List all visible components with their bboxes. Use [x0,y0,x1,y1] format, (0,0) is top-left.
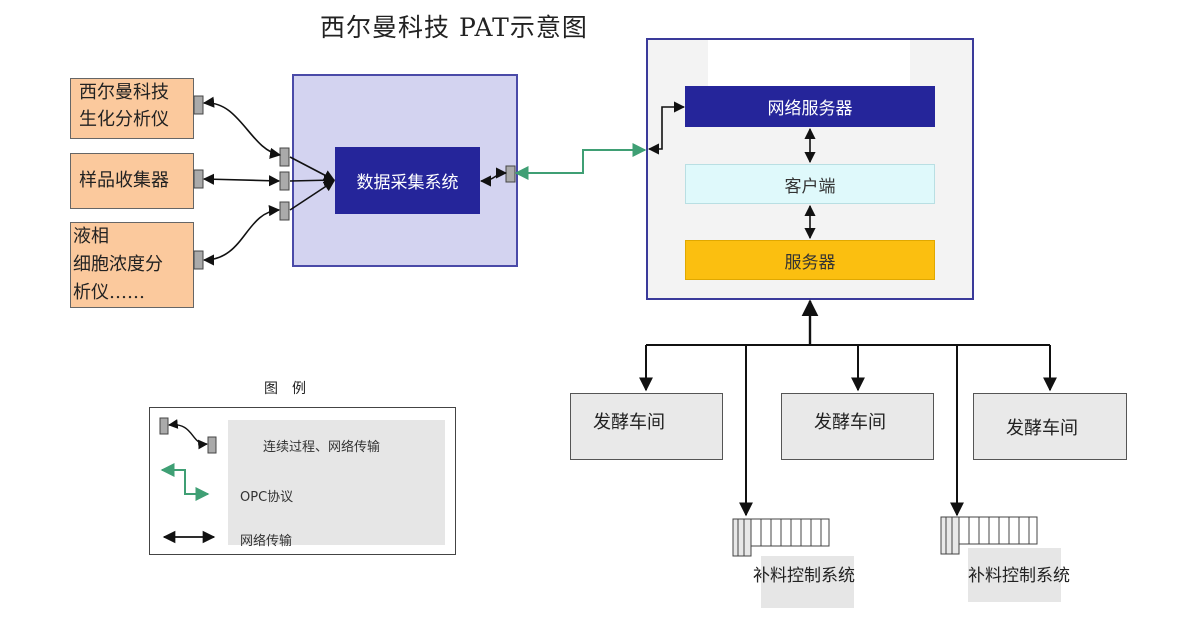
link-line [289,174,336,186]
instrument-cell-density-analyzer: 液相 细胞浓度分 析仪…… [70,222,194,308]
instrument-line: 液相 [73,226,109,247]
link-line [289,180,335,211]
legend-label-continuous: 连续过程、网络传输 [263,440,381,455]
instrument-line: 样品收集器 [79,170,169,191]
port-icon [505,165,516,183]
legend-label-network: 网络传输 [240,534,293,549]
instrument-line: 细胞浓度分 [73,254,163,275]
legend-continuous-icon [159,417,217,454]
legend-label-opc: OPC协议 [240,490,294,505]
feed-control-label-2: 补料控制系统 [968,566,1070,586]
feed-label-bg-2 [968,548,1061,602]
workshop-2: 发酵车间 [781,393,934,460]
instrument-biochem-analyzer: 西尔曼科技 生化分析仪 [70,78,194,139]
feed-control-device-icon [940,516,1038,555]
server-panel-header [708,40,910,86]
client: 客户端 [685,164,935,204]
link-line [289,156,335,181]
legend-title: 图例 [264,381,320,397]
link-curve [202,173,281,187]
feed-control-device-icon [732,518,830,557]
link-curve [202,96,282,159]
link-curve [202,205,281,266]
port-icon [193,250,204,270]
feed-control-label-1: 补料控制系统 [753,566,855,586]
opc-link [514,143,647,180]
port-icon [279,147,290,167]
feed-label-bg-1 [761,556,854,608]
workshop-3: 发酵车间 [973,393,1127,460]
network-server: 网络服务器 [685,86,935,127]
diagram-title: 西尔曼科技 PAT示意图 [320,13,588,42]
instrument-sample-collector: 样品收集器 [70,153,194,209]
port-icon [193,95,204,115]
port-icon [279,201,290,221]
instrument-line: 析仪…… [73,282,145,303]
port-icon [279,171,290,191]
legend-opc-icon [160,463,210,501]
link-line [647,101,686,155]
instrument-line: 生化分析仪 [79,109,169,130]
port-icon [193,169,204,189]
instrument-line: 西尔曼科技 [79,82,169,103]
legend-label-bg [228,420,445,545]
server: 服务器 [685,240,935,280]
link-curve [479,167,508,187]
workshop-1: 发酵车间 [570,393,723,460]
daq-system: 数据采集系统 [335,147,480,214]
